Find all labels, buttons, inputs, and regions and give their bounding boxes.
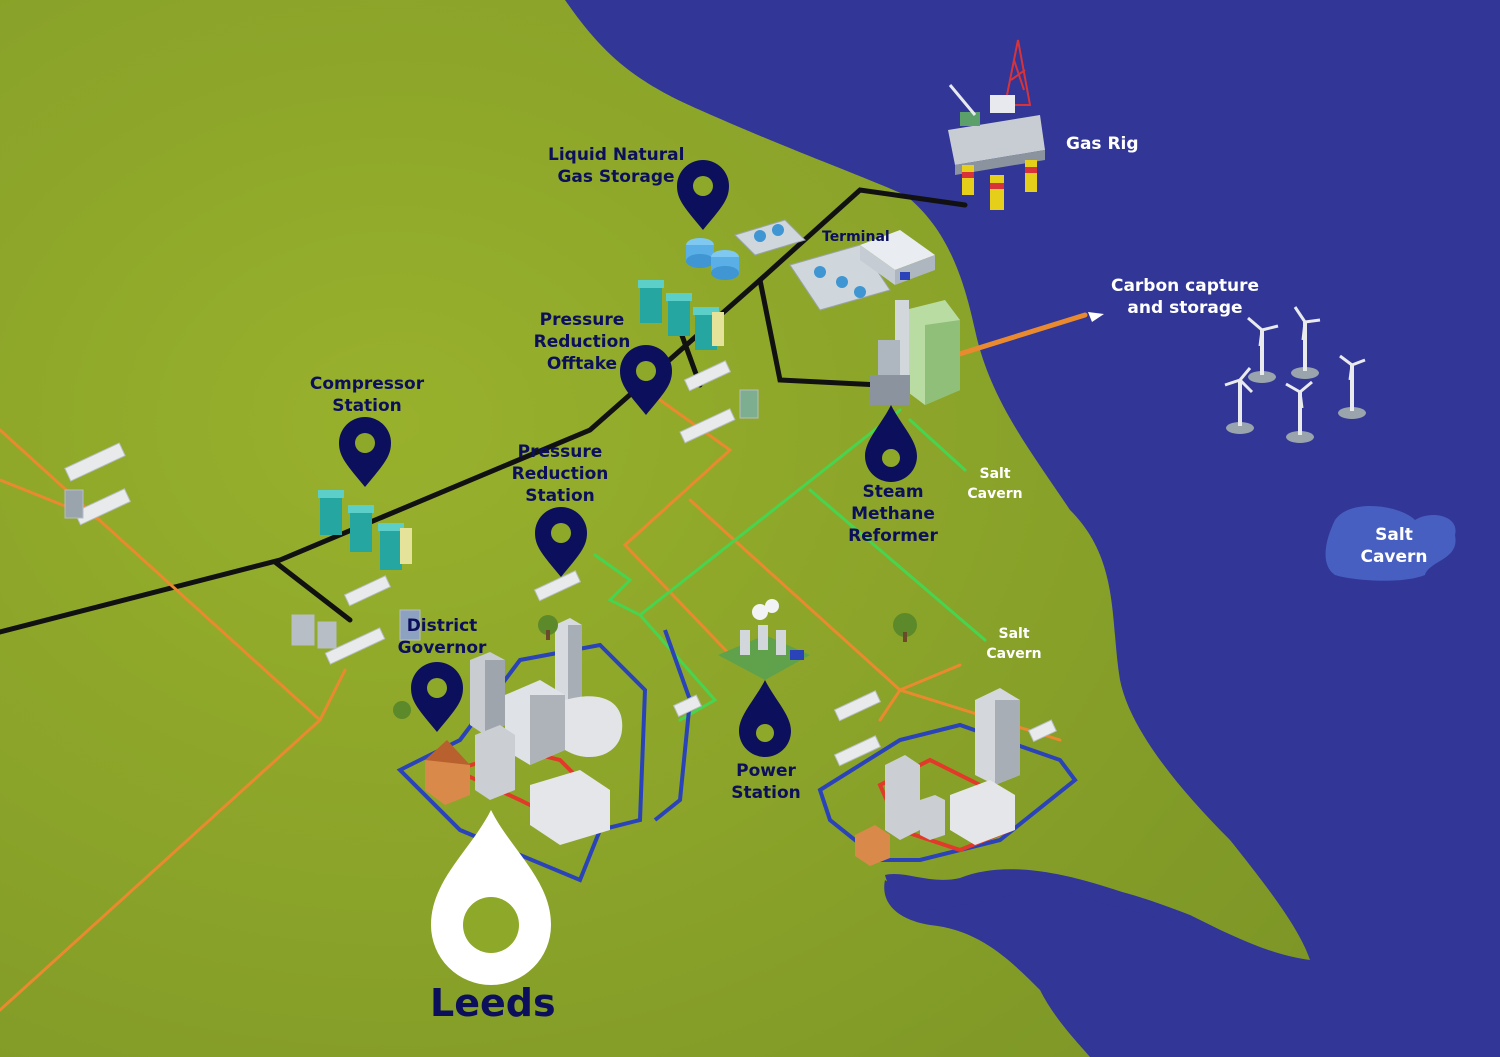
- gas-rig-label: Gas Rig: [1066, 134, 1139, 154]
- wind-turbine-icon: [1247, 316, 1279, 383]
- tree-icon: [393, 613, 917, 719]
- map-pin-icon: [677, 160, 729, 230]
- hydrogen-pipes: [593, 408, 987, 722]
- reformer-plant: [870, 300, 960, 405]
- town-buildings: [855, 688, 1020, 866]
- leeds-buildings: [425, 618, 623, 845]
- leeds-drop-icon: [431, 810, 551, 985]
- map-pin-icon: [620, 345, 672, 415]
- power-station-plant: [718, 599, 810, 680]
- wind-turbine-icon: [1224, 367, 1254, 434]
- hydrogen-drop-icon: [865, 405, 917, 482]
- terminal-label: Terminal: [822, 229, 890, 245]
- wind-turbines: [1224, 306, 1366, 443]
- estuary: [885, 869, 1240, 940]
- wind-turbine-icon: [1338, 354, 1366, 419]
- wind-turbine-icon: [1291, 306, 1321, 379]
- gas-rig-icon: [948, 39, 1045, 210]
- wind-turbine-icon: [1285, 380, 1314, 443]
- compressor-station-units: [318, 280, 724, 570]
- map-pin-icon: [411, 662, 463, 732]
- terminal-building: [860, 230, 935, 285]
- hydrogen-drop-icon: [739, 680, 791, 757]
- carbon-arrow-icon: [1088, 312, 1104, 322]
- pipe-rack-icons: [64, 360, 1057, 767]
- salt-cavern-sea-blob: [1325, 506, 1456, 581]
- leeds-label: Leeds: [430, 981, 556, 1025]
- map-pin-icon: [339, 417, 391, 487]
- map-pin-icon: [535, 507, 587, 577]
